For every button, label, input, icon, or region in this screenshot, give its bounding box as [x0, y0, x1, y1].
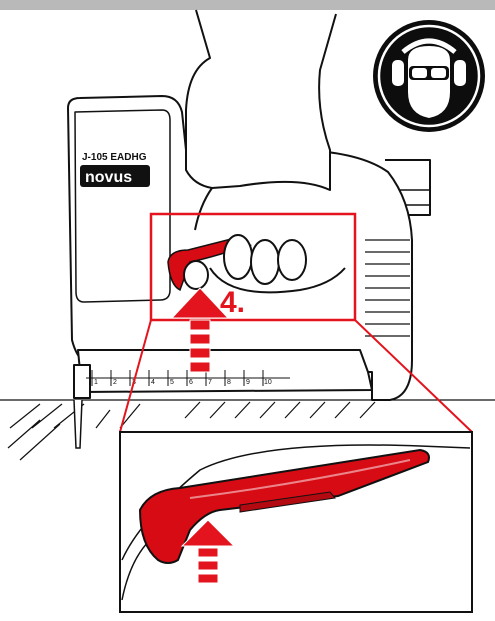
- scale-number: 4: [151, 379, 155, 386]
- scale-number: 2: [113, 379, 117, 386]
- eye-and-ear-protection-icon: [373, 20, 485, 132]
- scale-number: 8: [227, 379, 231, 386]
- detail-zoom-box: [120, 432, 472, 612]
- staple: [74, 400, 82, 448]
- scale-number: 6: [189, 379, 193, 386]
- scale-number: 1: [94, 379, 98, 386]
- model-label: J-105 EADHG: [82, 152, 147, 163]
- brand-label: novus: [85, 169, 132, 186]
- scale-number: 10: [264, 379, 272, 386]
- scale-number: 7: [208, 379, 212, 386]
- scale-number: 9: [246, 379, 250, 386]
- scale-number: 5: [170, 379, 174, 386]
